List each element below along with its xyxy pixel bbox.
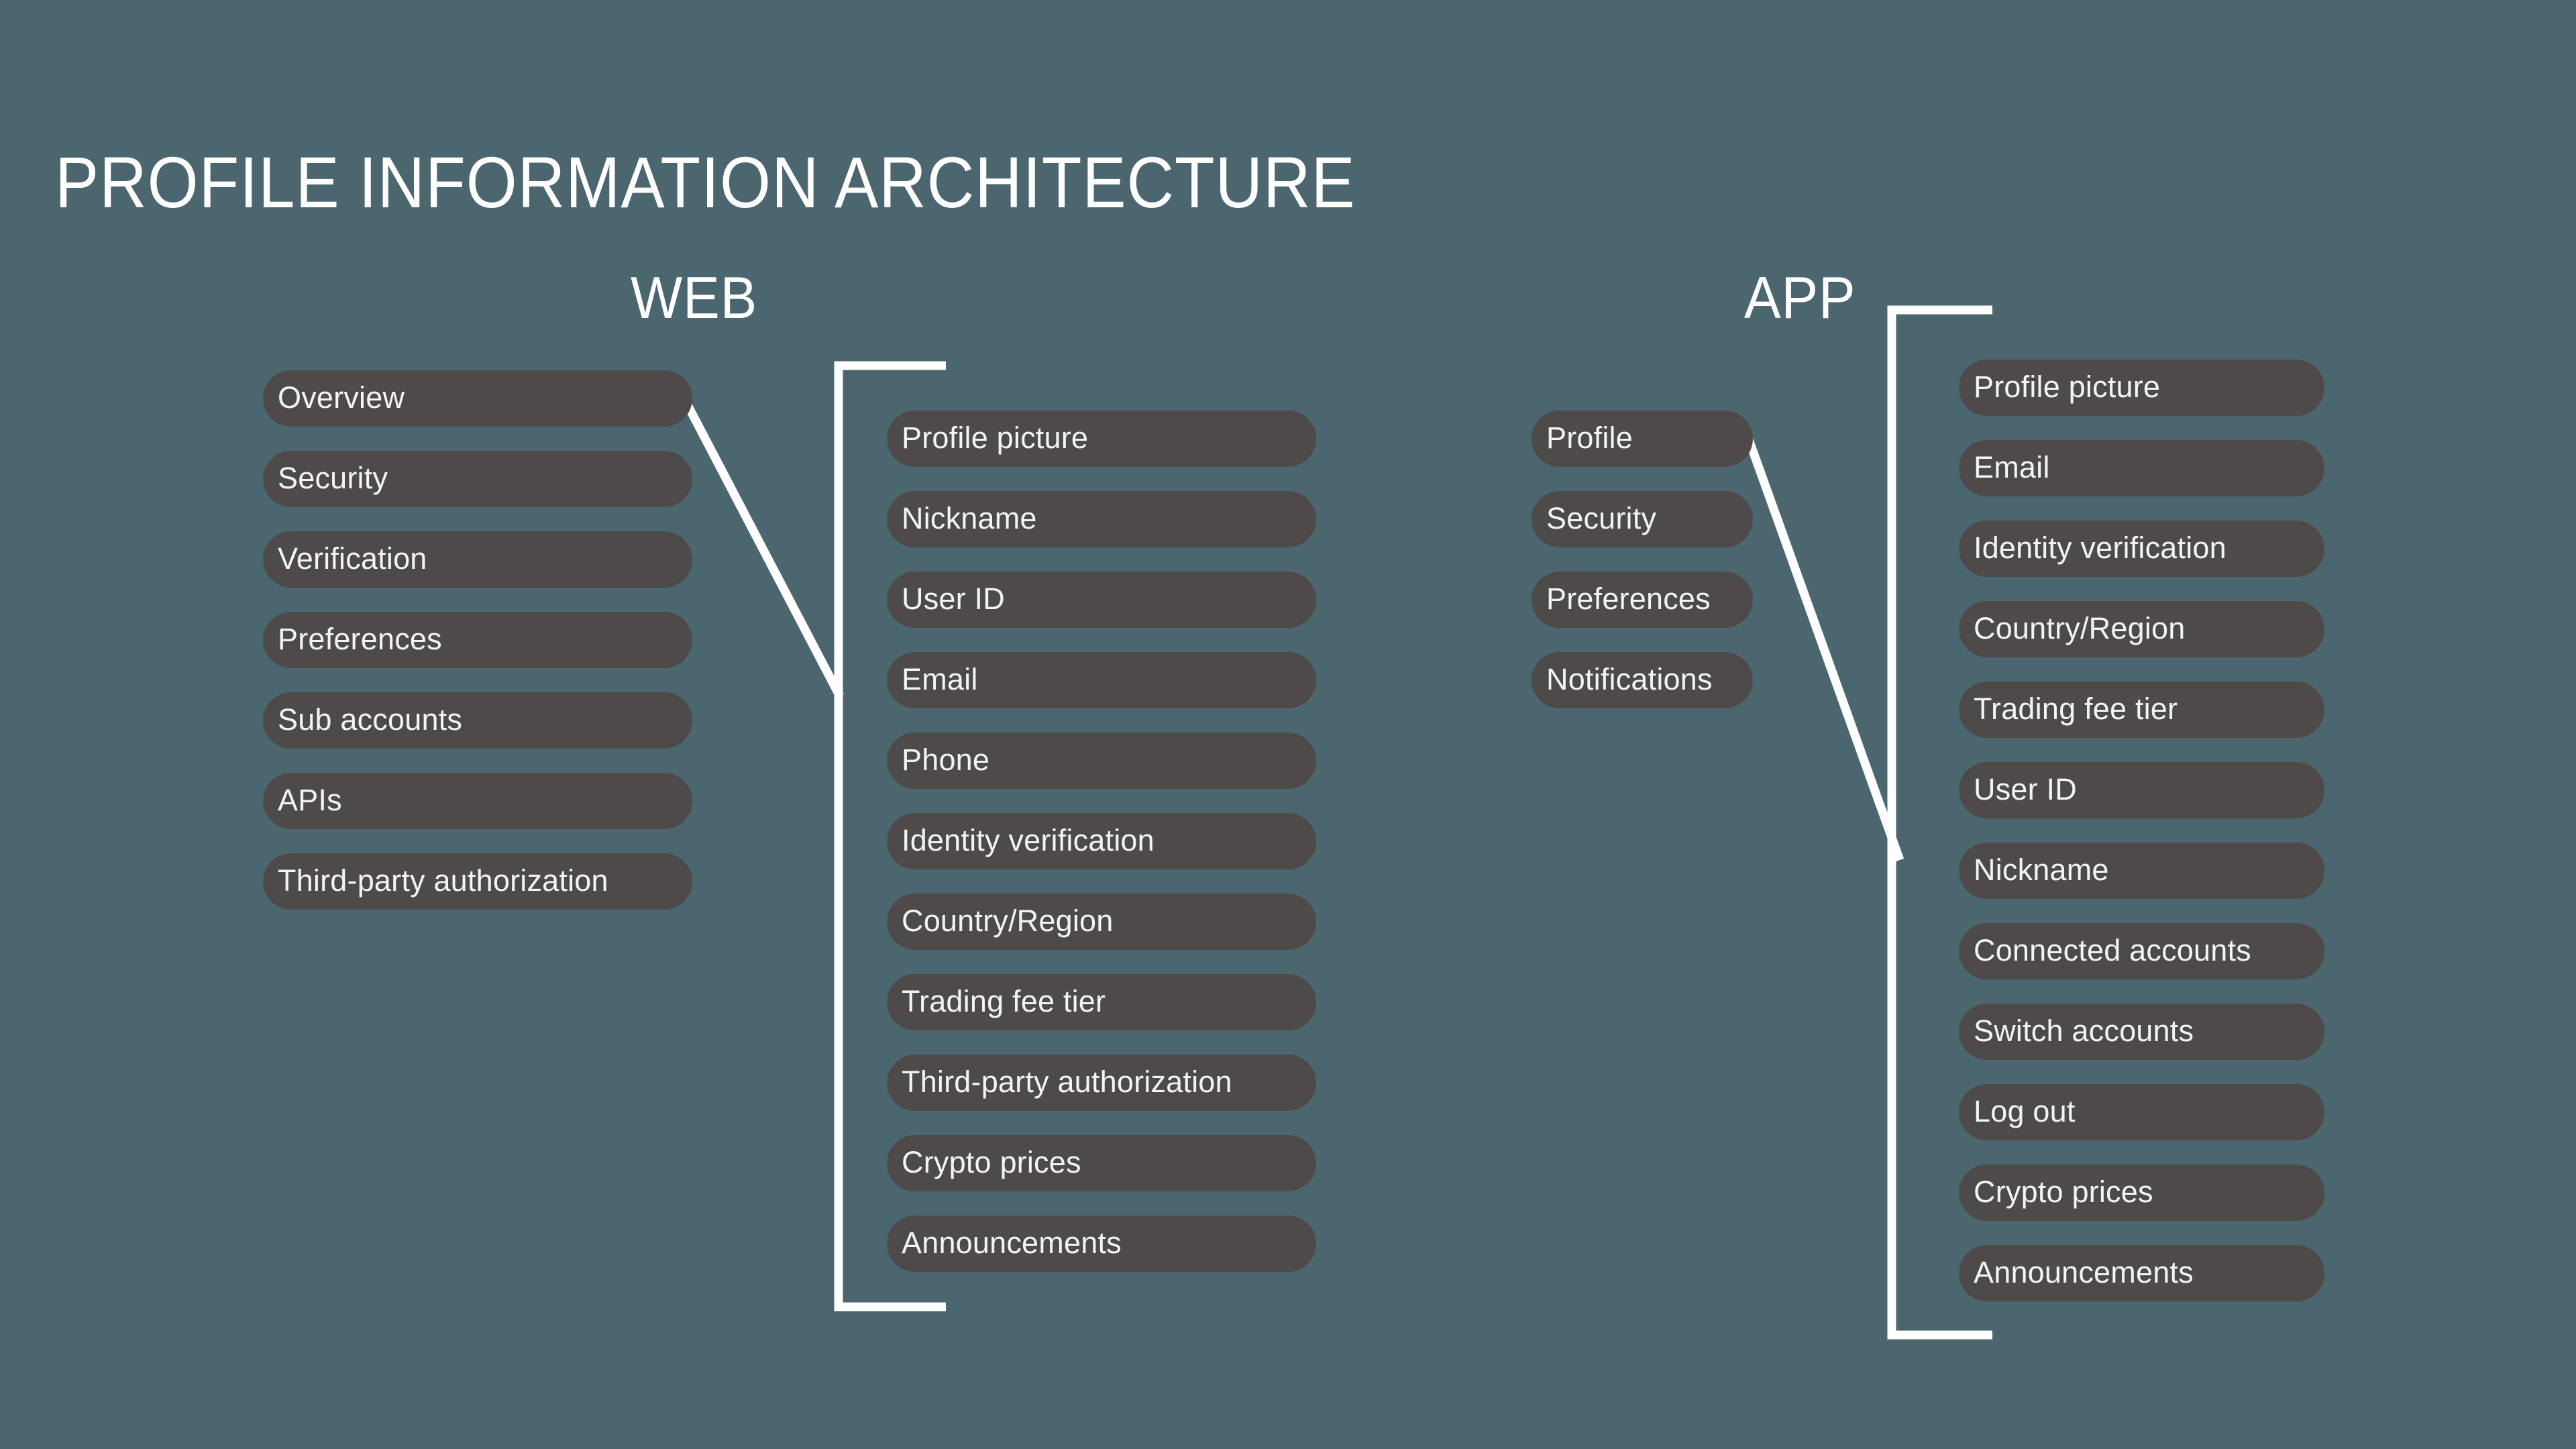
app-sub-item-switch-accounts[interactable]: Switch accounts	[1959, 1004, 2324, 1060]
app-sub-item-country-region[interactable]: Country/Region	[1959, 601, 2324, 657]
app-sub-item-nickname[interactable]: Nickname	[1959, 843, 2324, 899]
web-sub-item-phone[interactable]: Phone	[887, 733, 1316, 789]
app-sub-item-profile-picture[interactable]: Profile picture	[1959, 360, 2324, 416]
app-sub-item-connected-accounts[interactable]: Connected accounts	[1959, 923, 2324, 979]
app-sub-item-identity-verification[interactable]: Identity verification	[1959, 521, 2324, 577]
app-diagonal-connector	[1743, 434, 1904, 862]
web-nav-item-apis[interactable]: APIs	[263, 773, 692, 829]
app-nav-item-preferences[interactable]: Preferences	[1532, 572, 1753, 628]
web-sub-item-identity-verification[interactable]: Identity verification	[887, 813, 1316, 869]
web-sub-item-crypto-prices[interactable]: Crypto prices	[887, 1135, 1316, 1191]
web-sub-item-trading-fee-tier[interactable]: Trading fee tier	[887, 974, 1316, 1030]
app-sub-item-crypto-prices[interactable]: Crypto prices	[1959, 1165, 2324, 1221]
web-sub-item-email[interactable]: Email	[887, 652, 1316, 708]
web-sub-item-user-id[interactable]: User ID	[887, 572, 1316, 628]
app-nav-item-notifications[interactable]: Notifications	[1532, 652, 1753, 708]
app-sub-item-user-id[interactable]: User ID	[1959, 762, 2324, 818]
web-sub-item-announcements[interactable]: Announcements	[887, 1216, 1316, 1272]
app-nav-item-profile[interactable]: Profile	[1532, 411, 1753, 467]
section-heading-app: APP	[1744, 264, 1856, 331]
app-sub-item-announcements[interactable]: Announcements	[1959, 1245, 2324, 1301]
web-nav-item-sub-accounts[interactable]: Sub accounts	[263, 692, 692, 749]
web-sub-item-third-party-authorization[interactable]: Third-party authorization	[887, 1055, 1316, 1111]
section-heading-web: WEB	[631, 264, 758, 331]
web-sub-item-profile-picture[interactable]: Profile picture	[887, 411, 1316, 467]
web-nav-item-preferences[interactable]: Preferences	[263, 612, 692, 668]
page-title: PROFILE INFORMATION ARCHITECTURE	[55, 142, 1356, 223]
app-sub-item-trading-fee-tier[interactable]: Trading fee tier	[1959, 682, 2324, 738]
web-nav-item-overview[interactable]: Overview	[263, 370, 692, 427]
web-nav-item-verification[interactable]: Verification	[263, 531, 692, 588]
web-nav-item-third-party-authorization[interactable]: Third-party authorization	[263, 853, 692, 910]
web-sub-item-nickname[interactable]: Nickname	[887, 491, 1316, 547]
web-nav-item-security[interactable]: Security	[263, 451, 692, 507]
web-diagonal-connector	[682, 398, 844, 699]
app-sub-item-email[interactable]: Email	[1959, 440, 2324, 496]
app-sub-item-log-out[interactable]: Log out	[1959, 1084, 2324, 1140]
app-nav-item-security[interactable]: Security	[1532, 491, 1753, 547]
web-sub-item-country-region[interactable]: Country/Region	[887, 894, 1316, 950]
